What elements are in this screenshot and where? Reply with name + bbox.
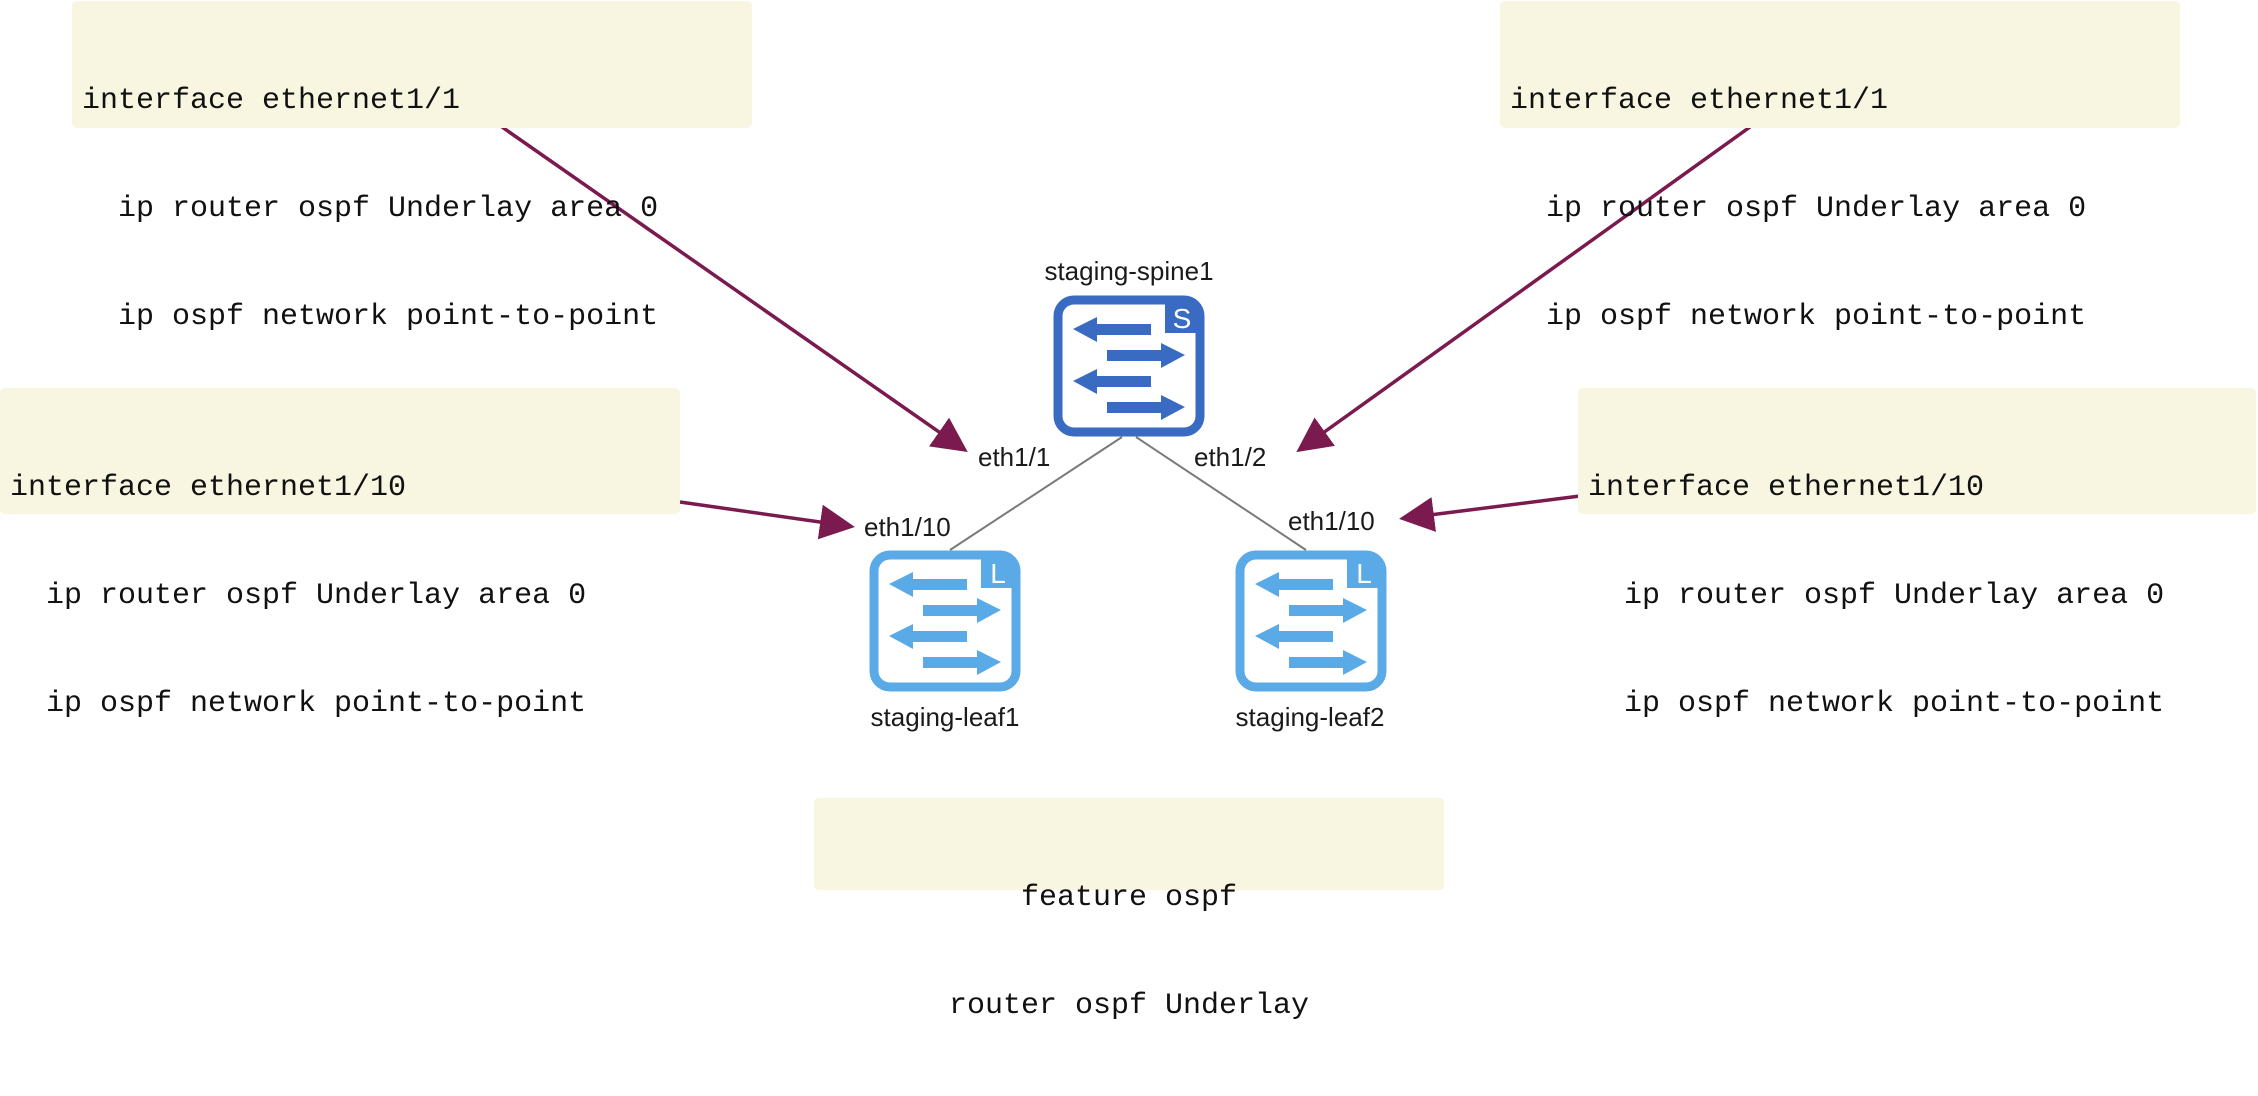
config-line: ip ospf network point-to-point [1624, 687, 2165, 721]
config-line: ip router ospf Underlay area 0 [46, 579, 587, 613]
node-label-leaf2: staging-leaf2 [1235, 702, 1385, 732]
port-label-spine-eth1-2: eth1/2 [1194, 442, 1267, 472]
config-line: interface ethernet1/1 [1510, 84, 1889, 118]
leaf2-badge: L [1356, 558, 1372, 589]
config-line: ip router ospf Underlay area 0 [118, 192, 659, 226]
config-line: ip router ospf Underlay area 0 [1546, 192, 2087, 226]
spine-switch-icon: S [1053, 295, 1205, 437]
arrow-top-right-to-eth1-2 [1296, 125, 1752, 453]
leaf2-switch-icon: L [1235, 550, 1387, 692]
arrow-top-left-to-eth1-1 [500, 125, 968, 453]
config-box-mid-right: interface ethernet1/10 ip router ospf Un… [1578, 388, 2256, 721]
config-box-mid-left: interface ethernet1/10 ip router ospf Un… [0, 388, 680, 721]
config-line: ip ospf network point-to-point [118, 300, 659, 334]
leaf1-switch-icon: L [869, 550, 1021, 692]
port-label-leaf2-eth1-10: eth1/10 [1288, 506, 1375, 536]
node-label-spine: staging-spine1 [1044, 256, 1214, 286]
config-line: interface ethernet1/10 [10, 471, 407, 505]
config-box-top-right: interface ethernet1/1 ip router ospf Und… [1500, 1, 2180, 334]
port-label-leaf1-eth1-10: eth1/10 [864, 512, 951, 542]
leaf1-badge: L [990, 558, 1006, 589]
config-box-bottom-center: feature ospf router ospf Underlay [814, 798, 1444, 1023]
link-spine-leaf2 [1135, 436, 1307, 551]
arrow-mid-left-to-leaf1-eth1-10 [679, 500, 855, 540]
connections-layer [500, 125, 1752, 551]
link-spine-leaf1 [949, 436, 1123, 551]
diagram-canvas: interface ethernet1/1 ip router ospf Und… [0, 1, 2256, 1023]
arrow-mid-right-to-leaf2-eth1-10 [1399, 494, 1581, 532]
config-line: interface ethernet1/1 [82, 84, 461, 118]
spine-badge: S [1173, 303, 1192, 334]
config-line: ip router ospf Underlay area 0 [1624, 579, 2165, 613]
config-line: ip ospf network point-to-point [46, 687, 587, 721]
config-line: ip ospf network point-to-point [1546, 300, 2087, 334]
config-line: interface ethernet1/10 [1588, 471, 1985, 505]
node-label-leaf1: staging-leaf1 [870, 702, 1020, 732]
config-line: router ospf Underlay [948, 989, 1310, 1023]
port-label-spine-eth1-1: eth1/1 [978, 442, 1051, 472]
config-line: feature ospf [1020, 881, 1238, 915]
config-box-top-left: interface ethernet1/1 ip router ospf Und… [72, 1, 752, 334]
